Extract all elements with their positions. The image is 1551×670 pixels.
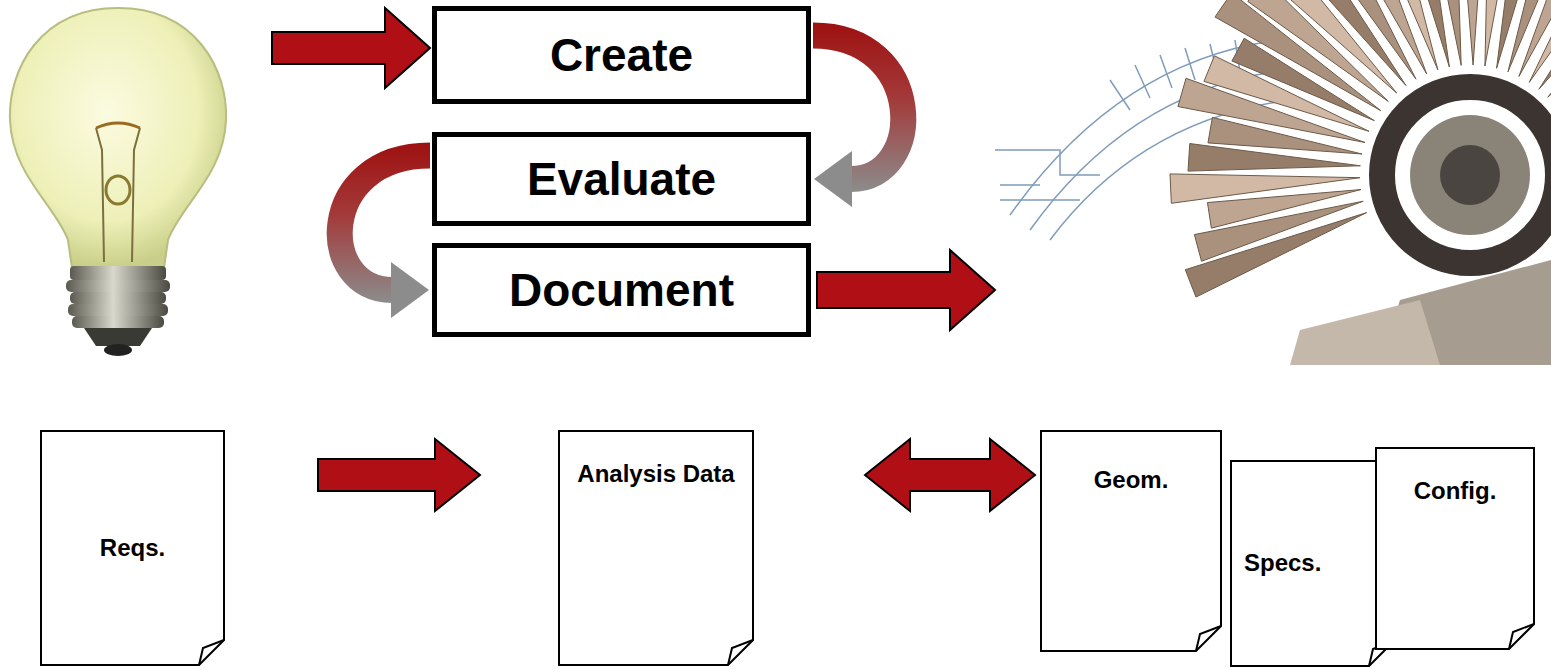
node-label: Config. bbox=[1414, 477, 1497, 506]
document-page: Reqs. bbox=[40, 430, 225, 666]
process-box: Evaluate bbox=[432, 132, 811, 226]
turbine-blade bbox=[1548, 0, 1551, 97]
page-fold bbox=[1196, 626, 1221, 651]
curved-arrow bbox=[813, 35, 903, 207]
page-outline bbox=[1231, 461, 1394, 666]
document-page: Specs. bbox=[1230, 460, 1395, 667]
block-arrow-shape bbox=[318, 439, 480, 511]
page-outline bbox=[1041, 431, 1221, 651]
arrowhead bbox=[391, 262, 429, 318]
turbine-blade bbox=[1398, 0, 1449, 67]
page-fold bbox=[728, 640, 753, 665]
turbine-blade bbox=[1279, 0, 1406, 86]
output-arrow bbox=[817, 250, 995, 330]
process-box: Document bbox=[432, 243, 811, 337]
light-bulb bbox=[70, 292, 166, 304]
document-page: Config. bbox=[1375, 447, 1535, 650]
node-label: Reqs. bbox=[100, 534, 165, 563]
turbine-illustration bbox=[1290, 300, 1440, 365]
page-outline bbox=[1040, 430, 1222, 652]
turbine-blade bbox=[1519, 0, 1551, 76]
page-fold bbox=[1509, 624, 1534, 649]
light-bulb bbox=[10, 8, 226, 268]
light-bulb bbox=[66, 280, 170, 292]
input-arrow bbox=[272, 8, 430, 88]
page-fold bbox=[199, 640, 224, 665]
turbine-blade bbox=[1457, 0, 1486, 65]
node-label: Geom. bbox=[1094, 466, 1169, 495]
block-arrow-shape bbox=[865, 439, 1035, 511]
light-bulb bbox=[68, 304, 168, 316]
turbine-blade bbox=[1539, 0, 1551, 89]
node-label: Analysis Data bbox=[577, 460, 734, 489]
turbine-illustration bbox=[1000, 185, 1080, 200]
light-bulb bbox=[96, 128, 140, 262]
turbine-blade bbox=[1529, 0, 1551, 82]
turbine-illustration bbox=[1440, 145, 1500, 205]
light-bulb bbox=[96, 123, 140, 128]
curved-arrow-body bbox=[813, 35, 903, 179]
light-bulb bbox=[106, 176, 130, 204]
output-arrow bbox=[817, 250, 995, 330]
input-arrow bbox=[272, 8, 430, 88]
turbine-illustration bbox=[995, 150, 1100, 175]
light-bulb bbox=[84, 328, 152, 346]
node-label: Specs. bbox=[1244, 549, 1321, 578]
arrowhead bbox=[814, 151, 852, 207]
turbine-illustration bbox=[1382, 87, 1551, 263]
light-bulb bbox=[72, 316, 164, 328]
curved-arrow-body bbox=[340, 156, 430, 291]
curved-arrow bbox=[340, 156, 430, 319]
turbine-illustration bbox=[1170, 0, 1551, 297]
light-bulb bbox=[70, 266, 166, 280]
node-label: Create bbox=[550, 28, 693, 82]
document-page: Analysis Data bbox=[558, 430, 754, 666]
turbine-blade bbox=[1170, 174, 1360, 203]
block-arrow bbox=[318, 439, 480, 511]
light-bulb bbox=[10, 8, 226, 356]
node-label: Evaluate bbox=[527, 152, 716, 206]
turbine-blade bbox=[1430, 0, 1461, 65]
turbine-illustration bbox=[995, 0, 1551, 365]
page-outline bbox=[1376, 448, 1534, 649]
document-page: Geom. bbox=[1040, 430, 1222, 652]
turbine-blade bbox=[1362, 0, 1437, 70]
block-arrow bbox=[865, 439, 1035, 511]
turbine-illustration bbox=[1410, 115, 1530, 235]
page-outline bbox=[41, 431, 224, 665]
node-label: Document bbox=[509, 263, 734, 317]
page-outline bbox=[559, 431, 753, 665]
light-bulb bbox=[104, 344, 132, 356]
process-box: Create bbox=[432, 6, 811, 104]
